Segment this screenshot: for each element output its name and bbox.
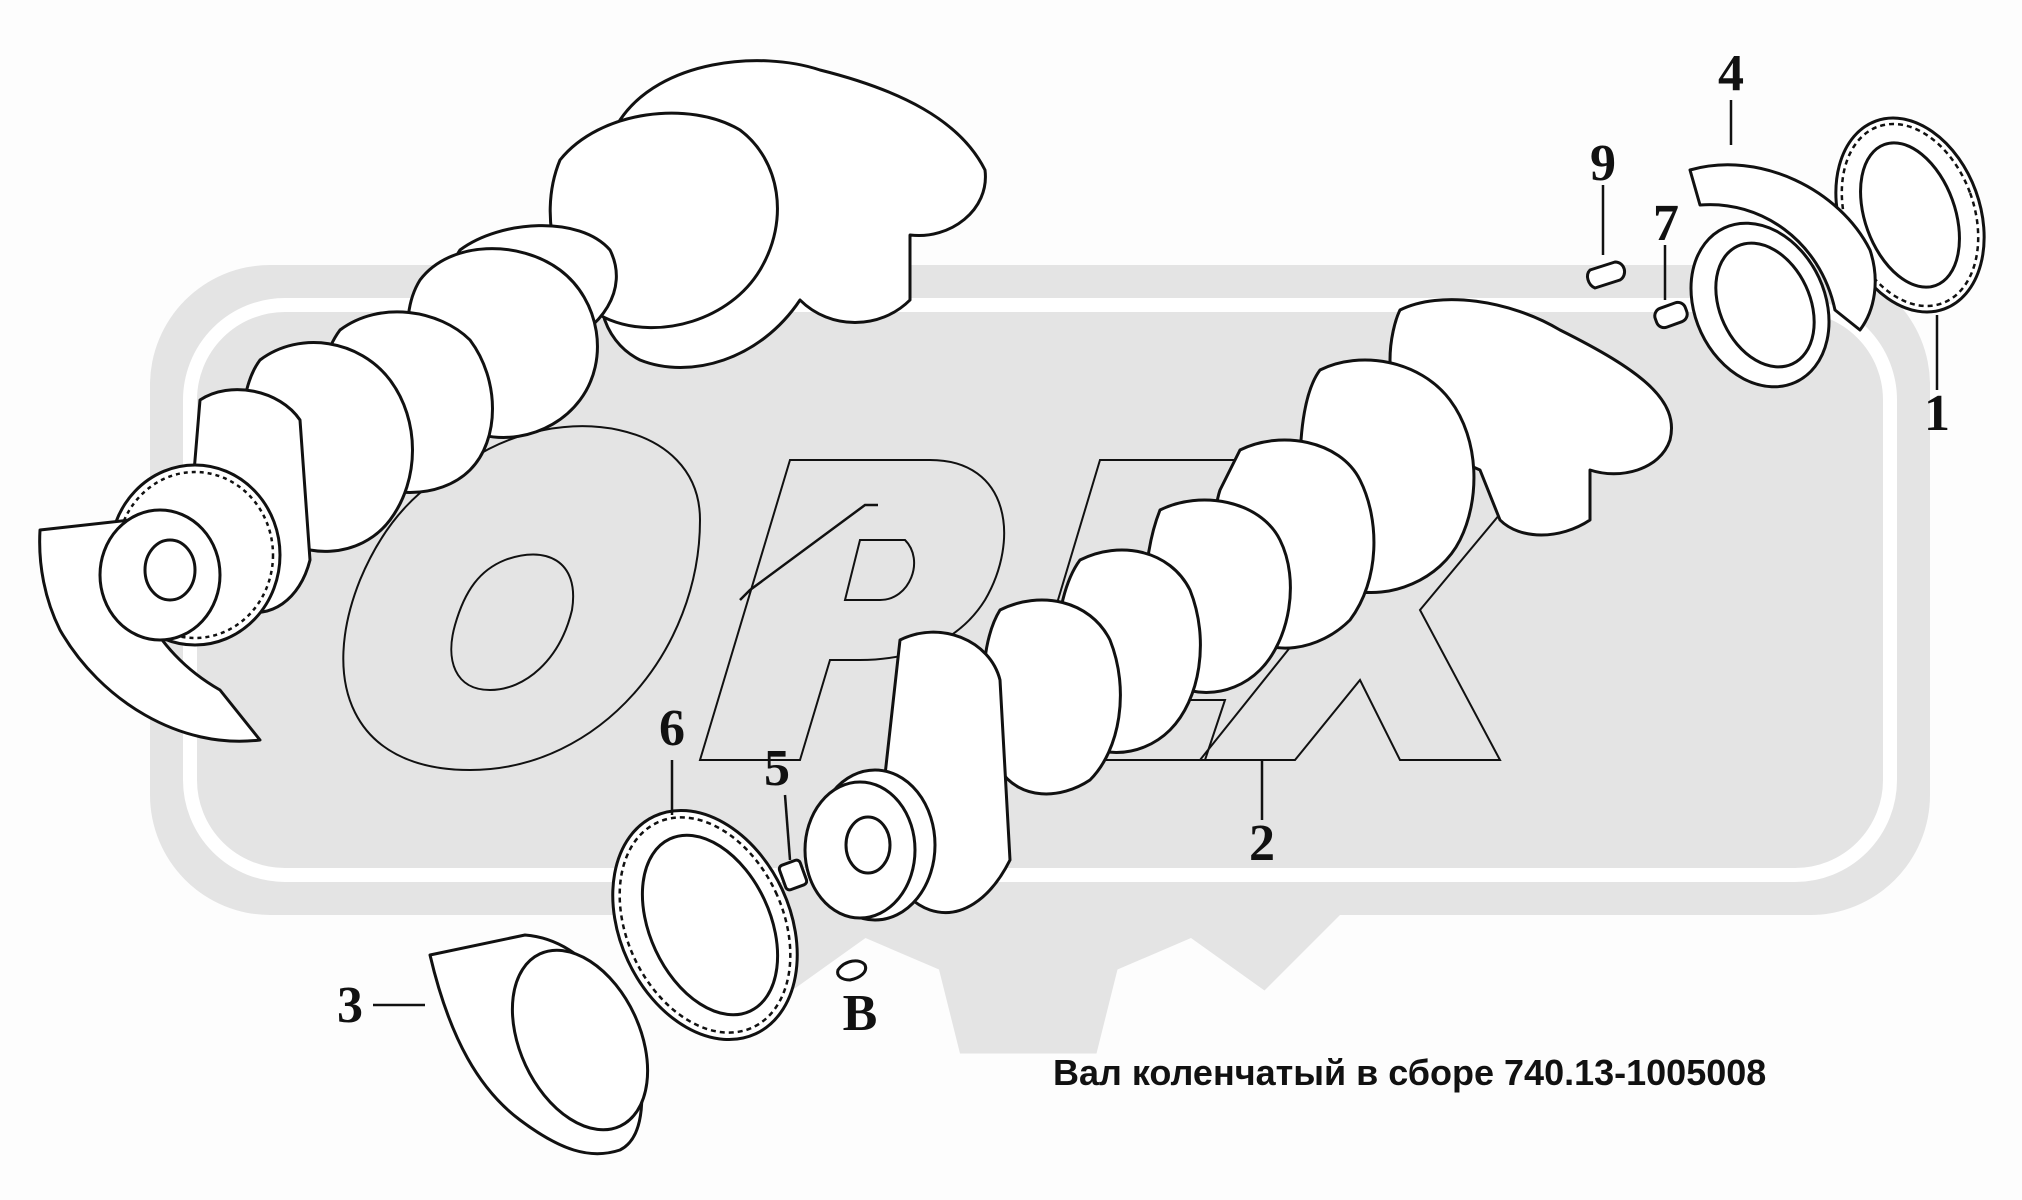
- callout-6: 6: [659, 700, 685, 757]
- leader-lines: [373, 100, 1939, 1007]
- callout-7: 7: [1653, 195, 1679, 252]
- callout-b: В: [843, 985, 878, 1042]
- part-5-spring-pin: [777, 858, 809, 892]
- part-7-pin: [1653, 300, 1689, 330]
- part-6-gear-teeth: [618, 816, 792, 1034]
- callout-9: 9: [1590, 135, 1616, 192]
- crankshaft-lower: [803, 298, 1673, 922]
- part-4-thrust-washer: [1688, 163, 1877, 389]
- part-1-gear-teeth: [1840, 122, 1980, 308]
- watermark-letter-o: [342, 425, 702, 772]
- lower-shaft-flange-hub: [844, 815, 892, 875]
- watermark-letter-p: [698, 459, 1006, 761]
- callout-2: 2: [1249, 815, 1275, 872]
- part-b-key: [836, 959, 868, 982]
- part-4-washer-upper: [1688, 163, 1877, 332]
- callout-1: 1: [1924, 385, 1950, 442]
- callout-3: 3: [337, 977, 363, 1034]
- leader-drawing-reference: [739, 503, 878, 601]
- upper-shaft-ring-gear-teeth: [115, 470, 275, 640]
- part-3-thrust-washer: [428, 933, 650, 1156]
- callouts: 1 2 3 4 5 6 7 9 В: [337, 45, 1950, 1042]
- drawing-caption: Вал коленчатый в сборе 740.13-1005008: [1053, 1052, 1766, 1093]
- callout-5: 5: [764, 740, 790, 797]
- crankshaft-upper: [38, 59, 987, 743]
- leader-5: [783, 794, 792, 861]
- upper-shaft-flange-hub: [143, 538, 197, 602]
- part-6-gear: [611, 808, 799, 1042]
- callout-4: 4: [1718, 45, 1744, 102]
- part-1-gear-inner: [1859, 141, 1961, 289]
- part-6-gear-inner: [640, 833, 780, 1017]
- part-9-key: [1586, 260, 1627, 290]
- part-4-washer-hole: [1714, 241, 1816, 369]
- part-3-washer-ring: [510, 948, 650, 1132]
